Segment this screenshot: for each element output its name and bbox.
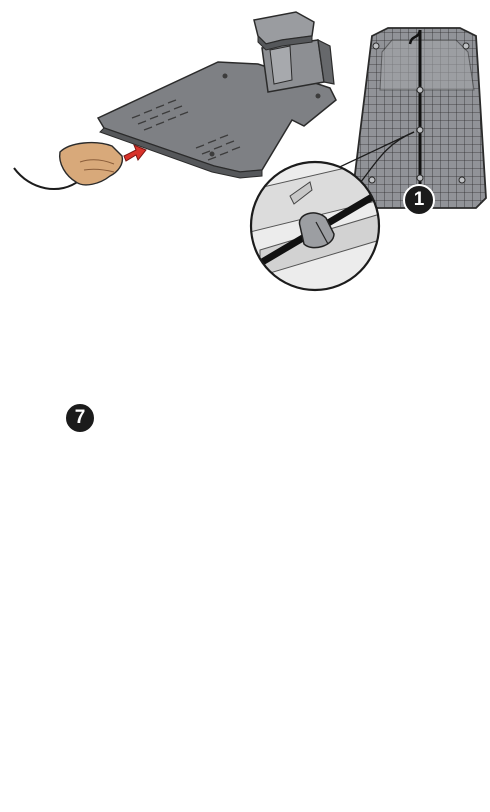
- step-7-badge: 7: [64, 402, 96, 434]
- charging-station-underside-icon: [352, 28, 486, 208]
- hand-icon: [14, 143, 122, 189]
- step-1-badge: 1: [403, 184, 435, 216]
